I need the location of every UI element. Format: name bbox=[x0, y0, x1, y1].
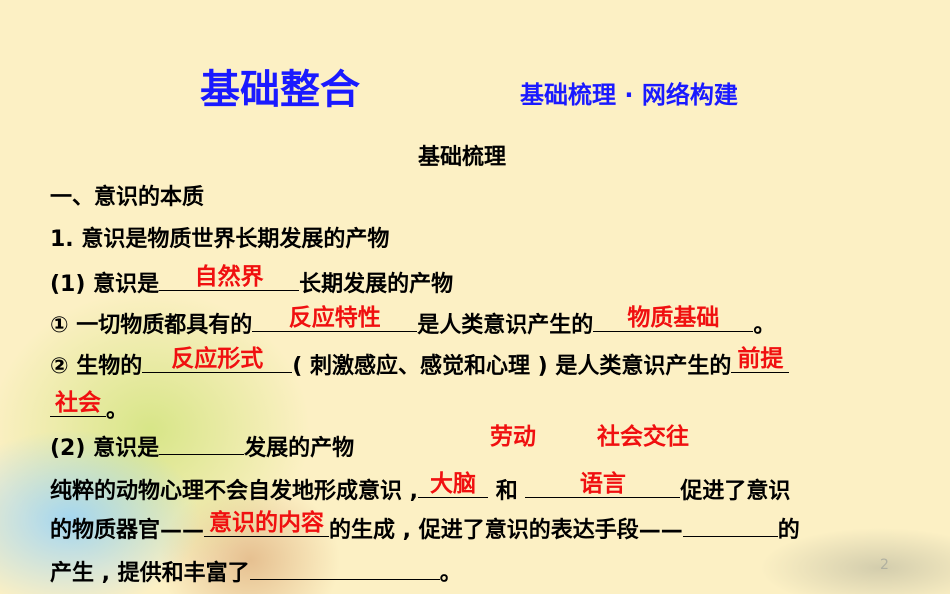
answer: 意识的内容 bbox=[209, 510, 325, 536]
subtitle-left: 基础梳理 bbox=[520, 81, 616, 109]
blank: 大脑 bbox=[418, 473, 489, 498]
blank bbox=[249, 559, 440, 580]
line-5: ② 生物的 反应形式 ( 刺激感应、感觉和心理 ) 是人类意识产生的前提 bbox=[50, 348, 790, 379]
text: (1) 意识是 bbox=[50, 272, 160, 297]
line-3: (1) 意识是 自然界 长期发展的产物 bbox=[50, 266, 454, 297]
answer: 前提 bbox=[737, 346, 784, 372]
blank bbox=[682, 516, 778, 537]
answer: 社会 bbox=[55, 390, 101, 416]
blank: 语言 bbox=[525, 473, 681, 498]
text: 纯粹的动物心理不会自发地形成意识 , bbox=[50, 479, 419, 504]
text: ② 生物的 bbox=[50, 354, 143, 379]
line-1: 一、意识的本质 bbox=[50, 185, 205, 210]
slide-title: 基础整合 bbox=[200, 67, 360, 113]
answer: 语言 bbox=[579, 471, 626, 497]
answer: 自然界 bbox=[194, 264, 264, 290]
line-8: 纯粹的动物心理不会自发地形成意识 , 大脑 和 语言 促进了意识 bbox=[50, 473, 791, 504]
page-number: 2 bbox=[880, 557, 889, 573]
subtitle-dot: · bbox=[624, 81, 634, 109]
text: ① 一切物质都具有的 bbox=[50, 313, 253, 338]
slide-subtitle: 基础梳理 · 网络构建 bbox=[520, 83, 738, 107]
text: (2) 意识是 bbox=[50, 436, 160, 461]
text: 是人类意识产生的 bbox=[417, 313, 594, 338]
blank: 意识的内容 bbox=[204, 512, 330, 537]
section-heading: 基础梳理 bbox=[418, 145, 507, 170]
line-7: (2) 意识是 发展的产物 bbox=[50, 434, 354, 460]
blank: 反应形式 bbox=[142, 348, 293, 373]
subtitle-right: 网络构建 bbox=[641, 81, 738, 109]
answer: 劳动 bbox=[490, 424, 536, 450]
text: 促进了意识 bbox=[680, 479, 791, 504]
blank: 前提 bbox=[731, 348, 790, 373]
answer: 反应特性 bbox=[288, 305, 381, 331]
line-2: 1. 意识是物质世界长期发展的产物 bbox=[50, 227, 390, 252]
text: 。 bbox=[106, 398, 129, 423]
line-4: ① 一切物质都具有的 反应特性 是人类意识产生的 物质基础 。 bbox=[50, 307, 776, 338]
text: 发展的产物 bbox=[244, 436, 355, 461]
answer: 社会交往 bbox=[597, 424, 689, 450]
text: 产生 , 提供和丰富了 bbox=[50, 561, 250, 586]
text: 。 bbox=[753, 313, 776, 338]
text: 长期发展的产物 bbox=[299, 272, 454, 297]
text: ( 刺激感应、感觉和心理 ) 是人类意识产生的 bbox=[292, 354, 732, 379]
line-9: 的物质器官——意识的内容的生成 , 促进了意识的表达手段—— 的 bbox=[50, 512, 800, 543]
text: 和 bbox=[495, 479, 518, 504]
text: 的生成 , 促进了意识的表达手段—— bbox=[329, 518, 683, 543]
blank: 物质基础 bbox=[593, 307, 754, 332]
text: 的 bbox=[777, 518, 800, 543]
text: 的物质器官—— bbox=[50, 518, 205, 543]
blank: 自然界 bbox=[159, 266, 300, 291]
text: 。 bbox=[439, 561, 462, 586]
answer: 大脑 bbox=[430, 471, 477, 497]
blank: 反应特性 bbox=[252, 307, 418, 332]
line-10: 产生 , 提供和丰富了 。 bbox=[50, 559, 462, 585]
blank bbox=[159, 434, 245, 455]
answer: 反应形式 bbox=[171, 346, 264, 372]
blank: 社会 bbox=[50, 392, 106, 417]
answer: 物质基础 bbox=[627, 305, 720, 331]
line-6: 社会。 bbox=[50, 392, 129, 423]
